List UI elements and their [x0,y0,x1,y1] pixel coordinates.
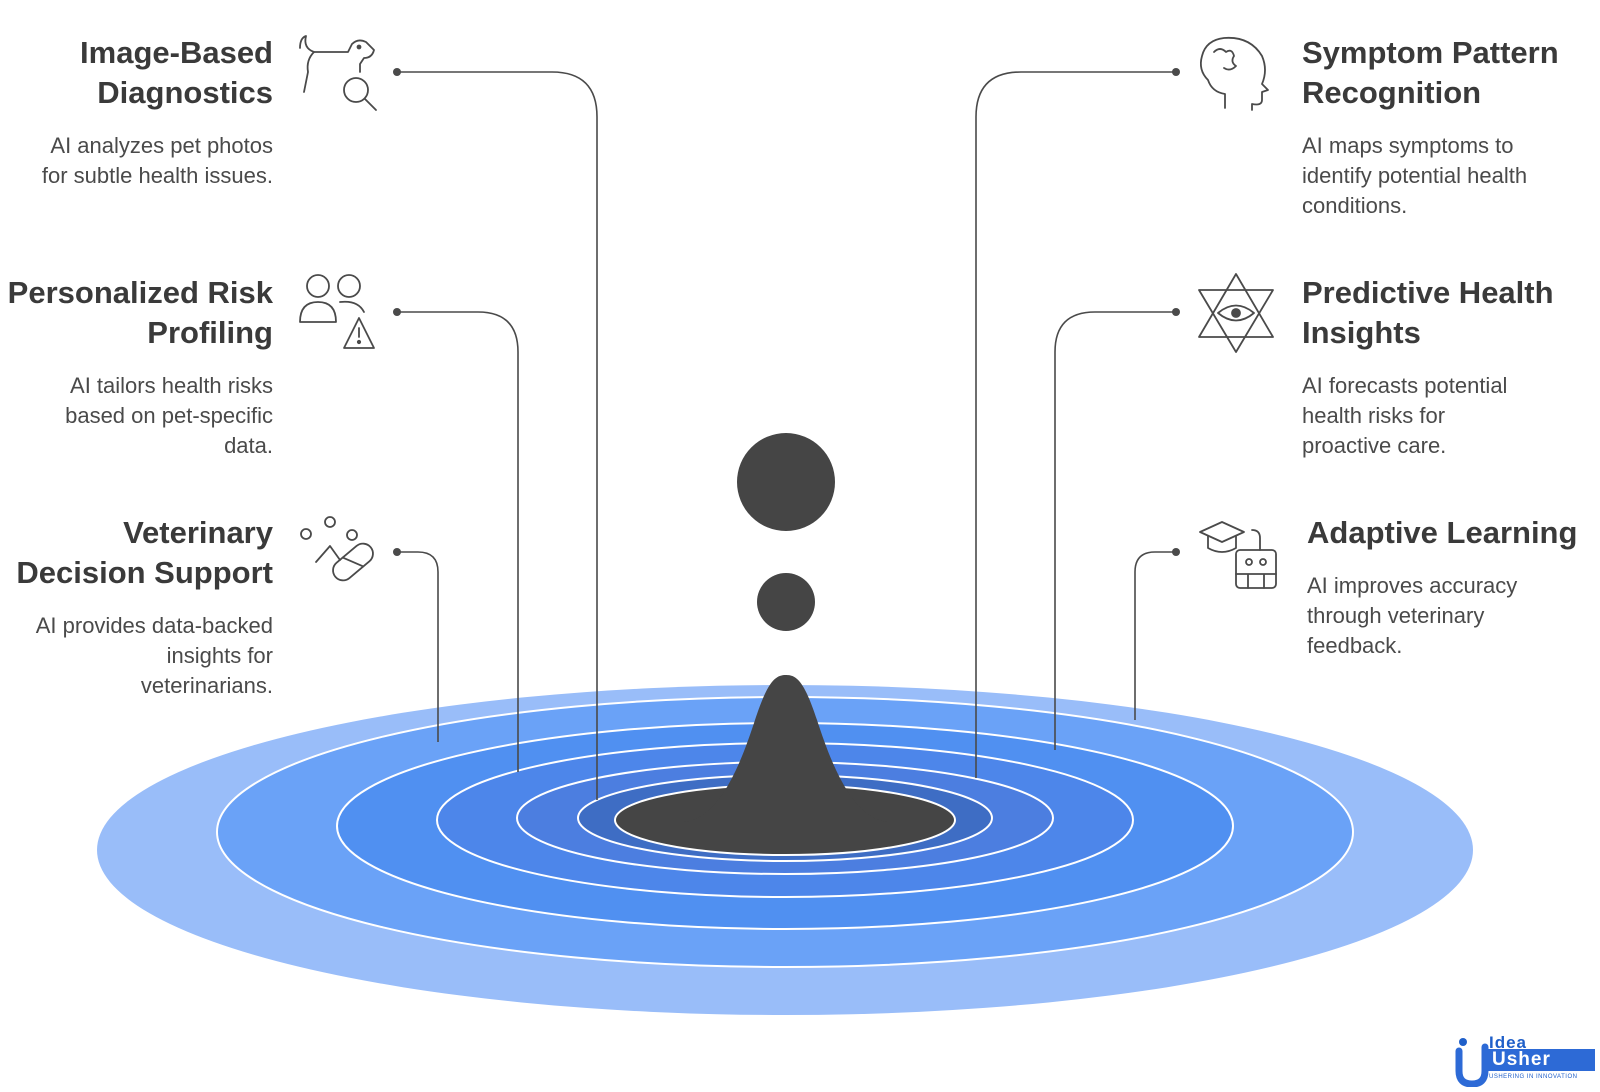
connector-adaptive-learning [1134,551,1176,720]
desc-line: identify potential health [1302,163,1528,188]
title-line: Personalized Risk [7,275,273,310]
item-title: Personalized Risk Profiling [8,273,273,353]
desc-line: data. [224,433,273,458]
item-description: AI maps symptoms to identify potential h… [1302,131,1559,221]
desc-line: veterinarians. [140,673,273,698]
item-title: Symptom Pattern Recognition [1302,33,1559,113]
item-veterinary-decision-support: Veterinary Decision Support AI provides … [16,513,273,701]
connector-dot [1172,548,1180,556]
desc-line: AI provides data-backed [35,613,273,638]
dog-magnifier-icon [299,35,377,111]
item-description: AI analyzes pet photos for subtle health… [42,131,273,191]
desc-line: insights for [166,643,273,668]
logo-word-main: Usher [1488,1049,1595,1071]
item-symptom-pattern-recognition: Symptom Pattern Recognition AI maps symp… [1302,33,1559,221]
title-line: Image-Based [80,35,273,70]
item-personalized-risk-profiling: Personalized Risk Profiling AI tailors h… [8,273,273,461]
title-line: Diagnostics [97,75,273,110]
desc-line: feedback. [1307,633,1403,658]
desc-line: AI maps symptoms to [1302,133,1514,158]
item-title: Adaptive Learning [1307,513,1577,553]
drop-large [737,433,835,531]
connector-symptom-pattern-recognition [975,71,1176,778]
item-title: Veterinary Decision Support [16,513,273,593]
connector-dot [1172,68,1180,76]
desc-line: AI forecasts potential [1302,373,1508,398]
item-adaptive-learning: Adaptive Learning AI improves accuracy t… [1307,513,1577,661]
item-title: Image-Based Diagnostics [42,33,273,113]
item-description: AI forecasts potential health risks for … [1302,371,1554,461]
item-description: AI tailors health risks based on pet-spe… [8,371,273,461]
item-predictive-health-insights: Predictive Health Insights AI forecasts … [1302,273,1554,461]
desc-line: conditions. [1302,193,1408,218]
connector-image-based-diagnostics [397,71,598,800]
ideausher-logo: Idea Usher USHERING IN INNOVATION [1455,1033,1597,1087]
title-line: Profiling [147,315,273,350]
desc-line: for subtle health issues. [41,163,273,188]
item-title: Predictive Health Insights [1302,273,1554,353]
title-line: Insights [1302,315,1421,350]
drop-small [757,573,815,631]
title-line: Symptom Pattern [1302,35,1559,70]
title-line: Adaptive Learning [1307,515,1578,550]
item-image-based-diagnostics: Image-Based Diagnostics AI analyzes pet … [42,33,273,191]
connector-veterinary-decision-support [397,551,439,742]
item-description: AI improves accuracy through veterinary … [1307,571,1577,661]
desc-line: through veterinary [1307,603,1485,628]
desc-line: based on pet-specific [65,403,273,428]
desc-line: health risks for [1302,403,1446,428]
star-eye-icon [1198,273,1274,353]
splash-peak [683,675,889,822]
connector-predictive-health-insights [1054,311,1176,750]
title-line: Recognition [1302,75,1482,110]
logo-mark-icon [1455,1038,1489,1087]
desc-line: AI tailors health risks [70,373,273,398]
desc-line: AI analyzes pet photos [50,133,273,158]
item-description: AI provides data-backed insights for vet… [16,611,273,701]
head-puzzle-icon [1199,36,1269,111]
connector-dot [1172,308,1180,316]
title-line: Decision Support [16,555,273,590]
pill-molecules-icon [300,516,374,582]
logo-word-top: Idea [1489,1033,1528,1052]
connector-personalized-risk-profiling [397,311,519,772]
title-line: Predictive Health [1302,275,1554,310]
connector-dot [393,308,401,316]
logo-tagline: USHERING IN INNOVATION [1489,1074,1578,1080]
graduation-robot-icon [1199,521,1277,589]
people-warning-icon [299,274,375,349]
title-line: Veterinary [123,515,273,550]
desc-line: proactive care. [1302,433,1447,458]
desc-line: AI improves accuracy [1307,573,1518,598]
connector-dot [393,68,401,76]
connector-dot [393,548,401,556]
